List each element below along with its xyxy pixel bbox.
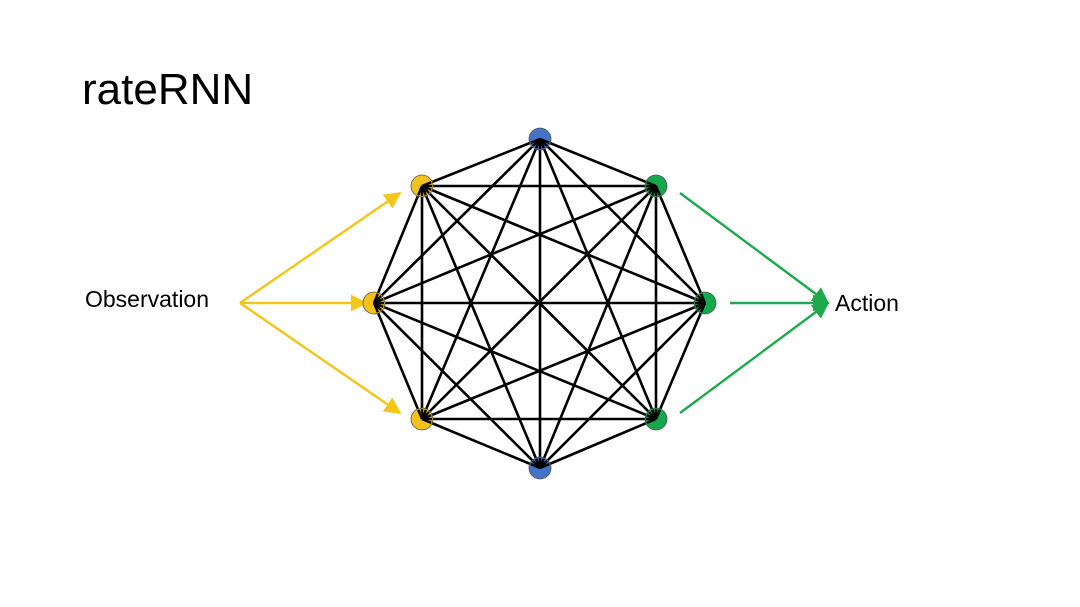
neurons (362, 127, 717, 480)
observation-label: Observation (85, 286, 209, 312)
connection-stub (654, 409, 661, 420)
connection-stub (372, 293, 379, 304)
input-arrow-2 (239, 302, 402, 414)
connection-bottom-right-left (373, 301, 657, 421)
connection-stub (535, 458, 542, 469)
output-arrow-2 (679, 301, 830, 414)
connection-stub (648, 411, 657, 420)
connection-top-bottom-right (538, 138, 658, 420)
connection-top-right-right (654, 185, 707, 304)
connection-bottom-left (373, 302, 541, 469)
connection-right-top-left (421, 184, 706, 305)
connection-bottom-top-left (420, 185, 542, 469)
connection-bottom-bottom-left (421, 417, 541, 470)
input-arrow-0 (239, 192, 402, 304)
diagram-title: rateRNN (82, 65, 254, 114)
connection-stub (539, 463, 550, 470)
connection-bottom-right-bottom (539, 417, 657, 470)
connection-bottom-left-left (372, 302, 424, 420)
connection-stub (421, 417, 432, 424)
action-label: Action (835, 290, 899, 316)
connection-stub (372, 302, 379, 313)
connection-top-top-left (421, 137, 541, 188)
io-arrows (239, 192, 830, 414)
connection-right-bottom-right (654, 302, 707, 420)
connection-stub (530, 137, 541, 144)
connection-left-top-left (372, 185, 424, 304)
connection-right-bottom-left (421, 301, 706, 421)
connection-top-right-bottom (538, 185, 658, 469)
connection-stub (695, 298, 706, 305)
connection-bottom-right-top-left (421, 185, 657, 420)
recurrent-connections (372, 137, 707, 470)
connection-stub (417, 185, 424, 196)
connection-top-top-right (539, 137, 657, 188)
output-arrow-0 (679, 192, 830, 305)
